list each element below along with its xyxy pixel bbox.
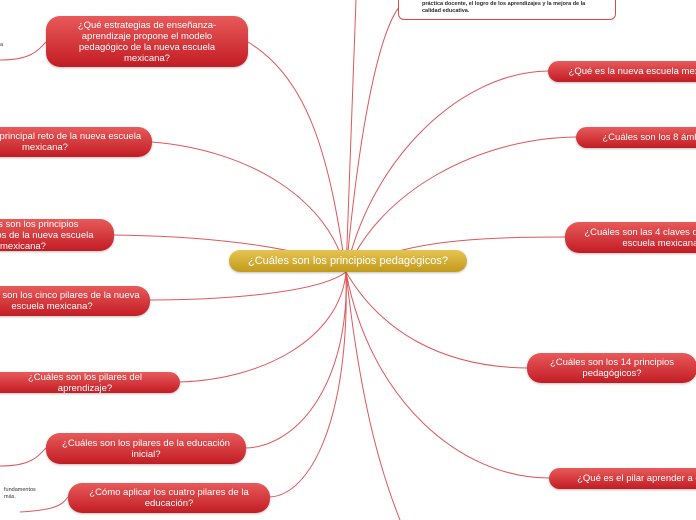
link-bottom	[345, 271, 401, 520]
link-right-4	[345, 271, 528, 369]
node-label: ¿Cuáles son los pilares de la educación …	[62, 437, 230, 460]
node-label: ¿Cómo aplicar los cuatro pilares de la e…	[89, 487, 249, 509]
link-top	[345, 0, 357, 273]
link-left-6-sub	[0, 447, 47, 467]
link-right-1	[345, 70, 549, 273]
node-label: ¿Cuáles son los principios pedagógicos d…	[0, 218, 94, 252]
node-aprender-a-convivir[interactable]: ¿Qué es el pilar aprender a convivir?	[549, 468, 696, 489]
link-left-2	[151, 141, 347, 273]
left-top-note: a	[0, 42, 4, 48]
node-label: ¿Qué es el pilar aprender a convivir?	[577, 473, 696, 484]
link-left-4	[149, 271, 347, 301]
node-principios-nueva-escuela[interactable]: ¿Cuáles son los principios pedagógicos d…	[0, 218, 114, 252]
node-que-es-nueva-escuela[interactable]: ¿Qué es la nueva escuela mexicana?	[548, 61, 696, 82]
link-top-right	[345, 5, 401, 273]
link-right-2	[345, 136, 577, 273]
node-pilares-educacion-inicial[interactable]: ¿Cuáles son los pilares de la educación …	[46, 433, 246, 464]
link-left-6	[245, 271, 347, 449]
link-left-7-sub	[19, 496, 69, 513]
left-bottom-note: fundamentos más.	[4, 487, 36, 500]
node-label: ¿Cuáles son los pilares del aprendizaje?	[27, 371, 143, 394]
node-ocho-ambitos[interactable]: ¿Cuáles son los 8 ámbitos?	[576, 127, 696, 148]
link-left-1	[247, 41, 347, 273]
node-label: ¿Cuál es el principal reto de la nueva e…	[0, 131, 142, 153]
node-label: ¿Cuáles son las 4 claves de la nueva esc…	[584, 226, 696, 249]
node-principal-reto[interactable]: ¿Cuál es el principal reto de la nueva e…	[0, 127, 152, 157]
node-estrategias-ensenanza[interactable]: ¿Qué estrategias de enseñanza-aprendizaj…	[46, 16, 248, 67]
node-cuatro-claves[interactable]: ¿Cuáles son las 4 claves de la nueva esc…	[565, 222, 696, 253]
link-left-7	[269, 271, 347, 498]
link-right-5	[345, 271, 550, 479]
node-label: ¿Qué estrategias de enseñanza-aprendizaj…	[77, 19, 217, 64]
node-cinco-pilares[interactable]: ¿Cuáles son los cinco pilares de la nuev…	[0, 286, 150, 316]
node-label: ¿Qué es la nueva escuela mexicana?	[568, 66, 696, 77]
node-label: ¿Cuáles son los 8 ámbitos?	[602, 132, 696, 143]
node-pilares-aprendizaje[interactable]: ¿Cuáles son los pilares del aprendizaje?	[0, 371, 180, 394]
node-label: ¿Cuáles son los 14 principios pedagógico…	[549, 357, 675, 379]
node-label: ¿Cuáles son los cinco pilares de la nuev…	[0, 290, 140, 312]
top-right-note: práctica docente, el logro de los aprend…	[422, 1, 586, 14]
link-left-1-sub	[0, 41, 47, 61]
link-left-5	[179, 271, 347, 383]
node-aplicar-cuatro-pilares[interactable]: ¿Cómo aplicar los cuatro pilares de la e…	[68, 483, 270, 513]
central-topic[interactable]: ¿Cuáles son los principios pedagógicos?	[229, 250, 467, 272]
node-catorce-principios[interactable]: ¿Cuáles son los 14 principios pedagógico…	[527, 353, 696, 383]
top-right-note-frame	[398, 0, 616, 20]
